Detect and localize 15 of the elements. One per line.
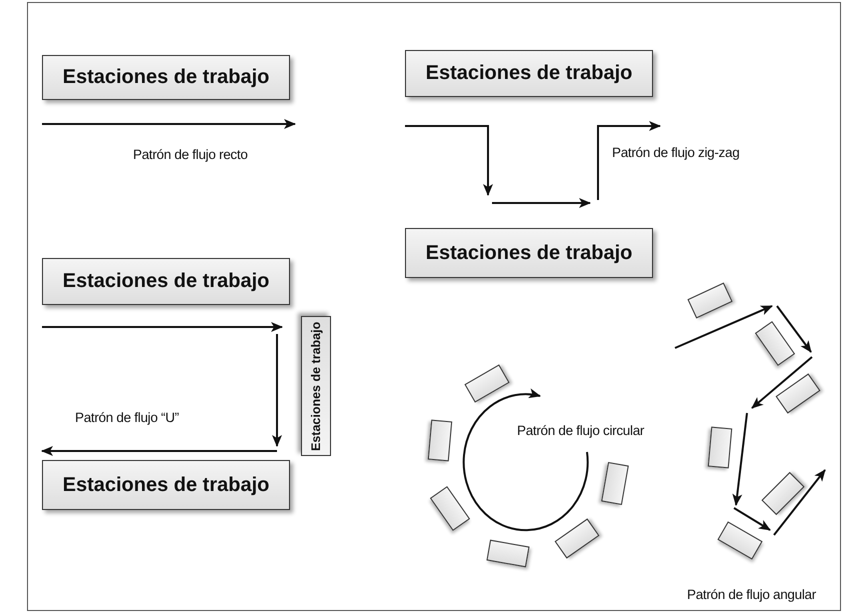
pattern-label: Patrón de flujo angular: [687, 587, 816, 602]
workstation-box: [601, 461, 629, 505]
workstation-box: [708, 426, 732, 468]
workstation-box: Estaciones de trabajo: [405, 50, 653, 97]
workstation-box: Estaciones de trabajo: [42, 258, 290, 305]
pattern-label: Patrón de flujo recto: [133, 147, 248, 162]
workstation-box: Estaciones de trabajo: [42, 460, 290, 510]
workstation-box: Estaciones de trabajo: [301, 316, 331, 456]
workstation-box: [486, 539, 530, 567]
pattern-label: Patrón de flujo circular: [517, 423, 644, 438]
workstation-box: Estaciones de trabajo: [405, 228, 653, 278]
pattern-label: Patrón de flujo zig-zag: [612, 145, 740, 160]
workstation-box: Estaciones de trabajo: [42, 55, 290, 100]
pattern-label: Patrón de flujo “U”: [75, 410, 179, 425]
workstation-box: [428, 419, 452, 461]
